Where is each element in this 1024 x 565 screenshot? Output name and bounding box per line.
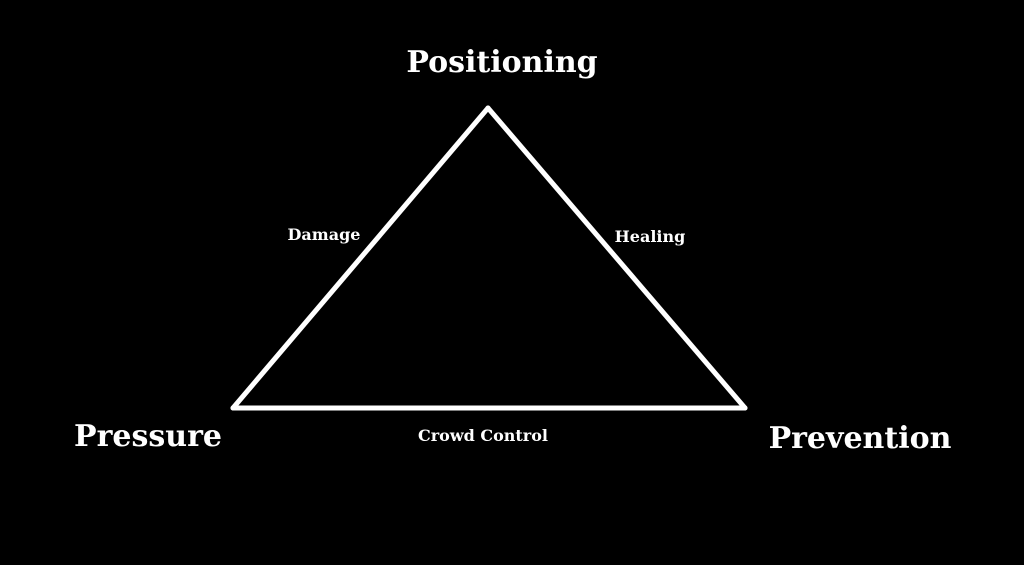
vertex-label-pressure: Pressure xyxy=(74,419,222,454)
edge-line-damage xyxy=(230,105,491,411)
edge-label-healing: Healing xyxy=(615,227,686,246)
vertex-label-prevention: Prevention xyxy=(769,421,952,456)
edge-label-crowd-control: Crowd Control xyxy=(418,426,548,445)
edge-label-damage: Damage xyxy=(288,225,361,244)
vertex-label-positioning: Positioning xyxy=(406,45,597,80)
edge-line-healing xyxy=(485,105,748,411)
